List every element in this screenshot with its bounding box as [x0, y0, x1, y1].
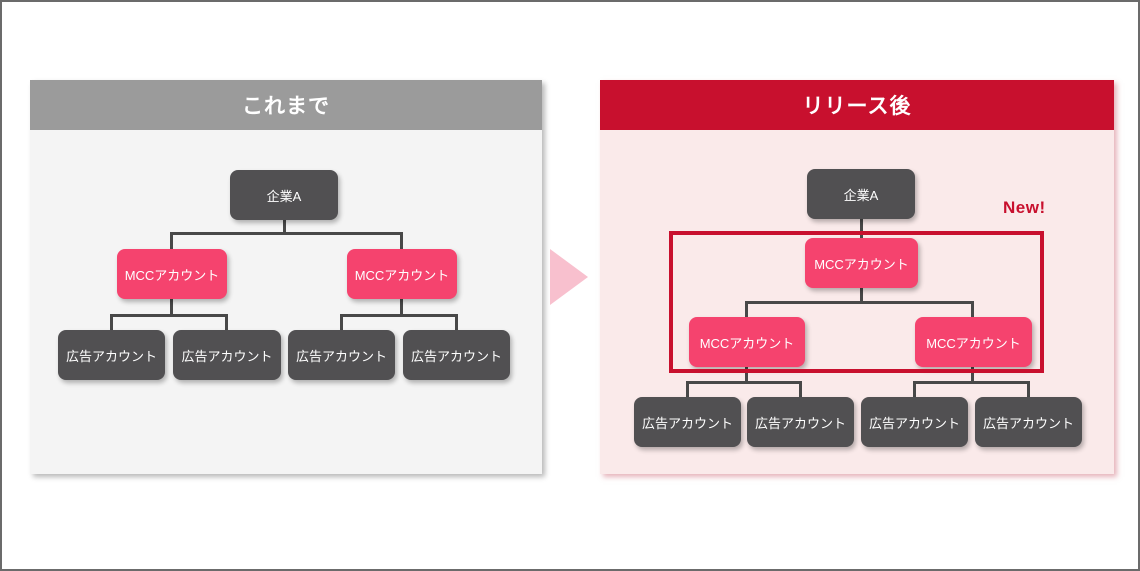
connector-line: [400, 299, 403, 315]
before-node-ad-3: 広告アカウント: [288, 330, 395, 380]
after-node-ad-1: 広告アカウント: [634, 397, 741, 447]
connector-line: [170, 232, 403, 235]
connector-line: [225, 314, 228, 330]
before-node-mcc-left: MCCアカウント: [117, 249, 227, 299]
connector-line: [913, 381, 1030, 384]
connector-line: [110, 314, 113, 330]
before-node-ad-2: 広告アカウント: [173, 330, 281, 380]
panel-after-header: リリース後: [600, 80, 1114, 130]
connector-line: [110, 314, 228, 317]
after-node-mcc-left: MCCアカウント: [689, 317, 805, 367]
before-node-ad-1: 広告アカウント: [58, 330, 165, 380]
connector-line: [455, 314, 458, 330]
before-node-company: 企業A: [230, 170, 338, 220]
after-node-ad-3: 広告アカウント: [861, 397, 968, 447]
connector-line: [170, 299, 173, 315]
connector-line: [340, 314, 458, 317]
panel-after-title: リリース後: [802, 95, 912, 118]
panel-before-header: これまで: [30, 80, 542, 130]
connector-line: [686, 381, 802, 384]
connector-line: [913, 381, 916, 397]
connector-line: [1027, 381, 1030, 397]
after-node-ad-2: 広告アカウント: [747, 397, 854, 447]
before-node-mcc-right: MCCアカウント: [347, 249, 457, 299]
after-node-mcc-top: MCCアカウント: [805, 238, 918, 288]
connector-line: [745, 301, 748, 317]
connector-line: [799, 381, 802, 397]
transition-arrow-icon: [550, 249, 588, 305]
panel-before-title: これまで: [242, 95, 330, 118]
connector-line: [283, 220, 286, 234]
connector-line: [686, 381, 689, 397]
connector-line: [745, 367, 748, 384]
connector-line: [745, 301, 974, 304]
before-node-ad-4: 広告アカウント: [403, 330, 510, 380]
after-node-company: 企業A: [807, 169, 915, 219]
connector-line: [340, 314, 343, 330]
panel-before: これまで: [30, 80, 542, 474]
after-node-mcc-right: MCCアカウント: [915, 317, 1032, 367]
connector-line: [400, 232, 403, 249]
connector-line: [860, 288, 863, 303]
connector-line: [860, 219, 863, 238]
after-node-ad-4: 広告アカウント: [975, 397, 1082, 447]
new-badge: New!: [1003, 198, 1046, 217]
connector-line: [971, 367, 974, 384]
connector-line: [170, 232, 173, 249]
connector-line: [971, 301, 974, 317]
